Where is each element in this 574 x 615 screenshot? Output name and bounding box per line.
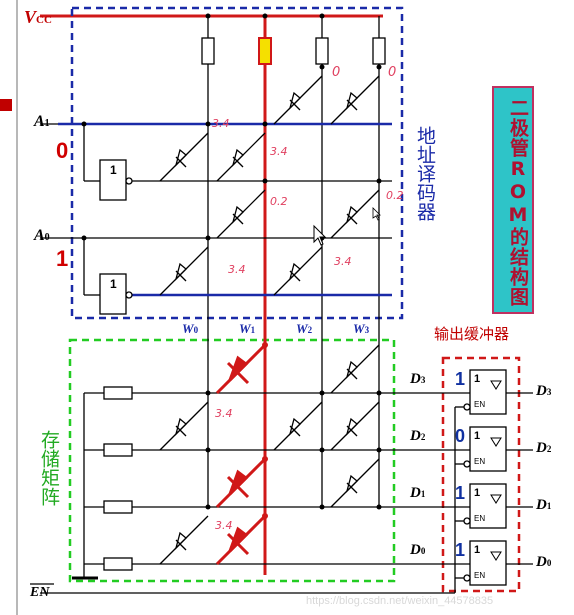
buffer-d1-en: EN [474, 514, 486, 523]
buffer-d1 [469, 483, 507, 529]
mouse-cursor-icon [313, 224, 327, 246]
pullup-resistor-w1 [258, 37, 272, 65]
annotation: 3.4 [270, 145, 288, 158]
data-label-d2: D2 [410, 428, 426, 444]
decoder-box [70, 6, 404, 320]
word-label-w2: W2 [296, 321, 313, 336]
inverter-a1-label: 1 [110, 163, 117, 177]
buffer-d3 [469, 369, 507, 415]
data-value-d2: 0 [455, 426, 466, 446]
pen-cursor-icon [372, 207, 381, 221]
data-value-d0: 1 [455, 540, 466, 560]
buffer-d0 [469, 540, 507, 586]
data-label-d0: D0 [410, 542, 426, 558]
buffer-d2 [469, 426, 507, 472]
buffer-d2-label: 1 [474, 430, 481, 442]
slide-margin-line [16, 0, 18, 615]
data-label-d3: D3 [410, 371, 426, 387]
inverter-a1 [99, 159, 127, 201]
data-value-d1: 1 [455, 483, 466, 503]
buffer-d2-en: EN [474, 457, 486, 466]
address-label-a0: A0 [34, 227, 50, 244]
en-label: EN [30, 585, 50, 600]
output-buffer-box [441, 356, 521, 593]
annotation: 3.4 [212, 117, 230, 130]
buffer-d0-en: EN [474, 571, 486, 580]
buffer-d1-label: 1 [474, 487, 481, 499]
pullup-resistor-w3 [372, 37, 386, 65]
output-label-d0: D0 [536, 554, 552, 570]
title-box: 二极管ROM的结构图 [492, 86, 534, 314]
pullup-resistor-w2 [315, 37, 329, 65]
inverter-a0 [99, 273, 127, 315]
pulldown-resistor-d3 [103, 386, 133, 400]
annotation: 0 [332, 65, 341, 80]
data-label-d1: D1 [410, 485, 426, 501]
pulldown-resistor-d2 [103, 443, 133, 457]
inverter-a0-label: 1 [110, 277, 117, 291]
annotation: 3.4 [215, 519, 233, 532]
annotation: 0.2 [270, 195, 288, 208]
slide-bullet [0, 99, 12, 111]
address-label-a1: A1 [34, 113, 50, 130]
decoder-label: 地址译码器 [414, 126, 436, 221]
address-bit-a0: 1 [56, 246, 69, 271]
storage-matrix-box [68, 338, 396, 583]
output-label-d1: D1 [536, 497, 552, 513]
storage-label: 存储矩阵 [38, 430, 60, 506]
word-label-w3: W3 [353, 321, 370, 336]
annotation: 0 [388, 65, 397, 80]
word-label-w1: W1 [239, 321, 256, 336]
buffer-d3-label: 1 [474, 373, 481, 385]
annotation: 3.4 [228, 263, 246, 276]
word-label-w0: W0 [182, 321, 199, 336]
annotation: 0.2 [386, 189, 404, 202]
buffer-d0-label: 1 [474, 544, 481, 556]
decoder-diodes [159, 75, 380, 296]
buffers [40, 369, 533, 594]
output-label-d2: D2 [536, 440, 552, 456]
buffer-d3-en: EN [474, 400, 486, 409]
annotation: 3.4 [334, 255, 352, 268]
buffer-label: 输出缓冲器 [434, 325, 510, 343]
data-value-d3: 1 [455, 369, 466, 389]
pulldown-resistor-d1 [103, 500, 133, 514]
annotation: 3.4 [215, 407, 233, 420]
storage-diodes [159, 344, 380, 565]
pullup-resistor-w0 [201, 37, 215, 65]
vcc-label: VCC [24, 7, 52, 27]
diagram-title: 二极管ROM的结构图 [507, 98, 529, 307]
pulldown-resistor-d0 [103, 557, 133, 571]
address-bit-a1: 0 [56, 138, 69, 163]
output-label-d3: D3 [536, 383, 552, 399]
active-storage-diodes [215, 343, 267, 566]
watermark: https://blog.csdn.net/weixin_44578835 [306, 595, 494, 607]
